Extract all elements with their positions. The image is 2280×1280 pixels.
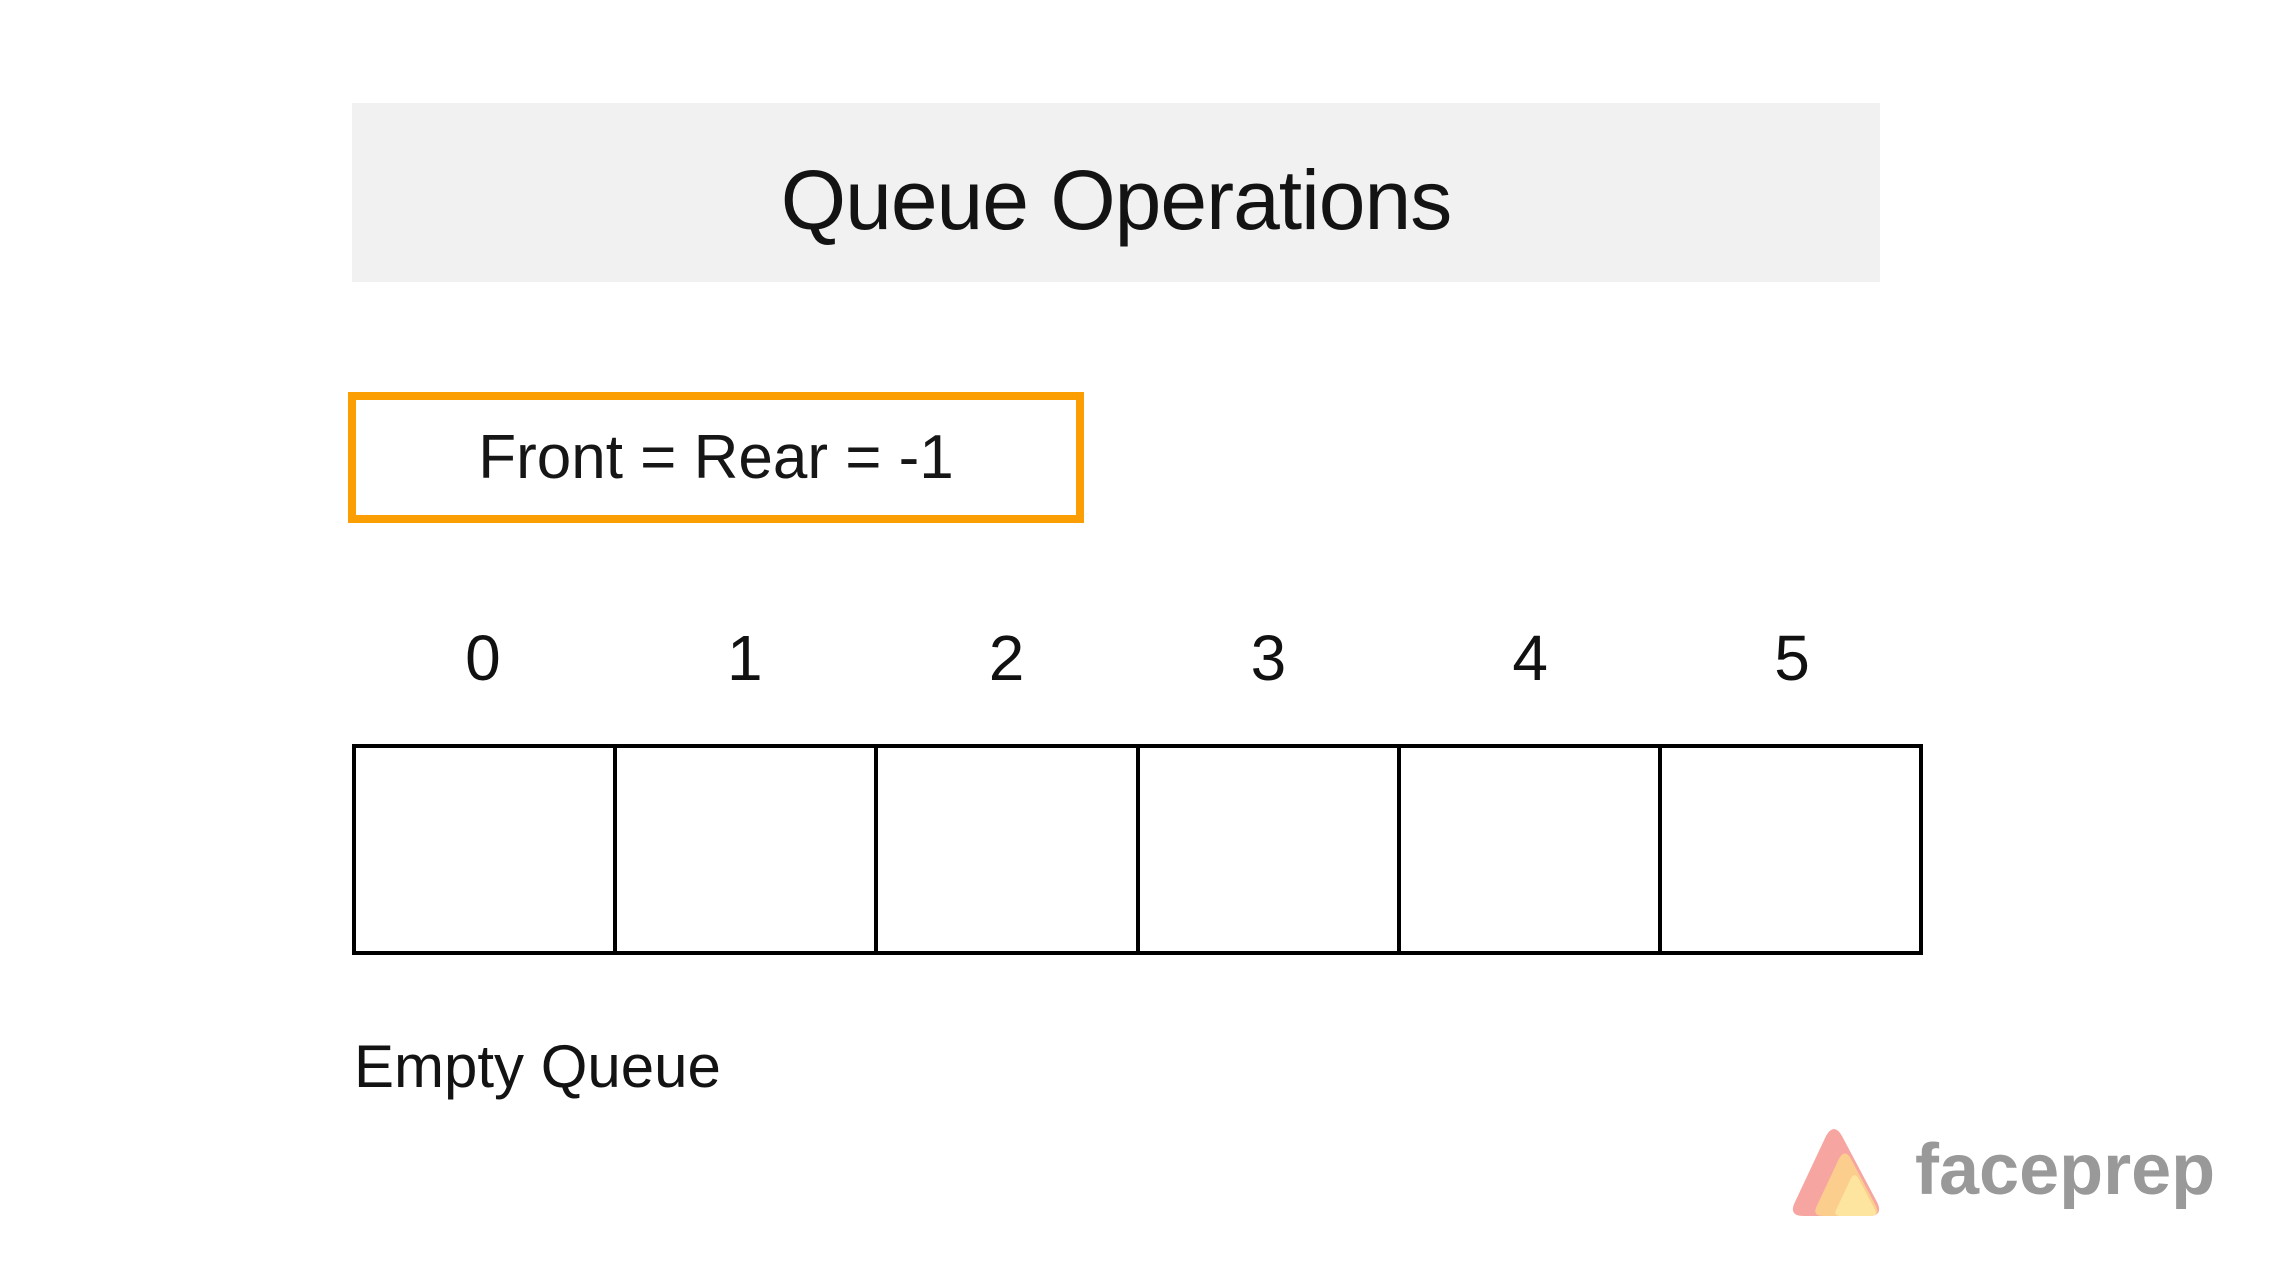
queue-array	[352, 744, 1923, 955]
faceprep-triangle-logo-icon	[1792, 1129, 1880, 1216]
caption-empty-queue: Empty Queue	[354, 1033, 721, 1100]
queue-index-row: 0 1 2 3 4 5	[352, 616, 1923, 700]
queue-index-label-5: 5	[1774, 622, 1810, 694]
queue-index-label-3: 3	[1250, 622, 1287, 694]
queue-index-label-2: 2	[988, 622, 1025, 694]
state-box-label: Front = Rear = -1	[478, 423, 954, 492]
queue-index-label-4: 4	[1512, 622, 1549, 694]
queue-index-label-0: 0	[465, 622, 501, 694]
queue-cell-1	[613, 748, 874, 951]
queue-cell-0	[356, 748, 613, 951]
queue-cell-4	[1396, 748, 1658, 951]
queue-cell-3	[1135, 748, 1397, 951]
page-title: Queue Operations	[780, 153, 1452, 247]
state-box: Front = Rear = -1	[348, 392, 1084, 523]
queue-index-label-1: 1	[726, 622, 763, 694]
queue-cell-2	[874, 748, 1135, 951]
brand-logo: faceprep	[1785, 1120, 2215, 1220]
brand-name: faceprep	[1915, 1130, 2216, 1210]
queue-cell-5	[1657, 748, 1919, 951]
header-bar: Queue Operations	[352, 103, 1880, 282]
